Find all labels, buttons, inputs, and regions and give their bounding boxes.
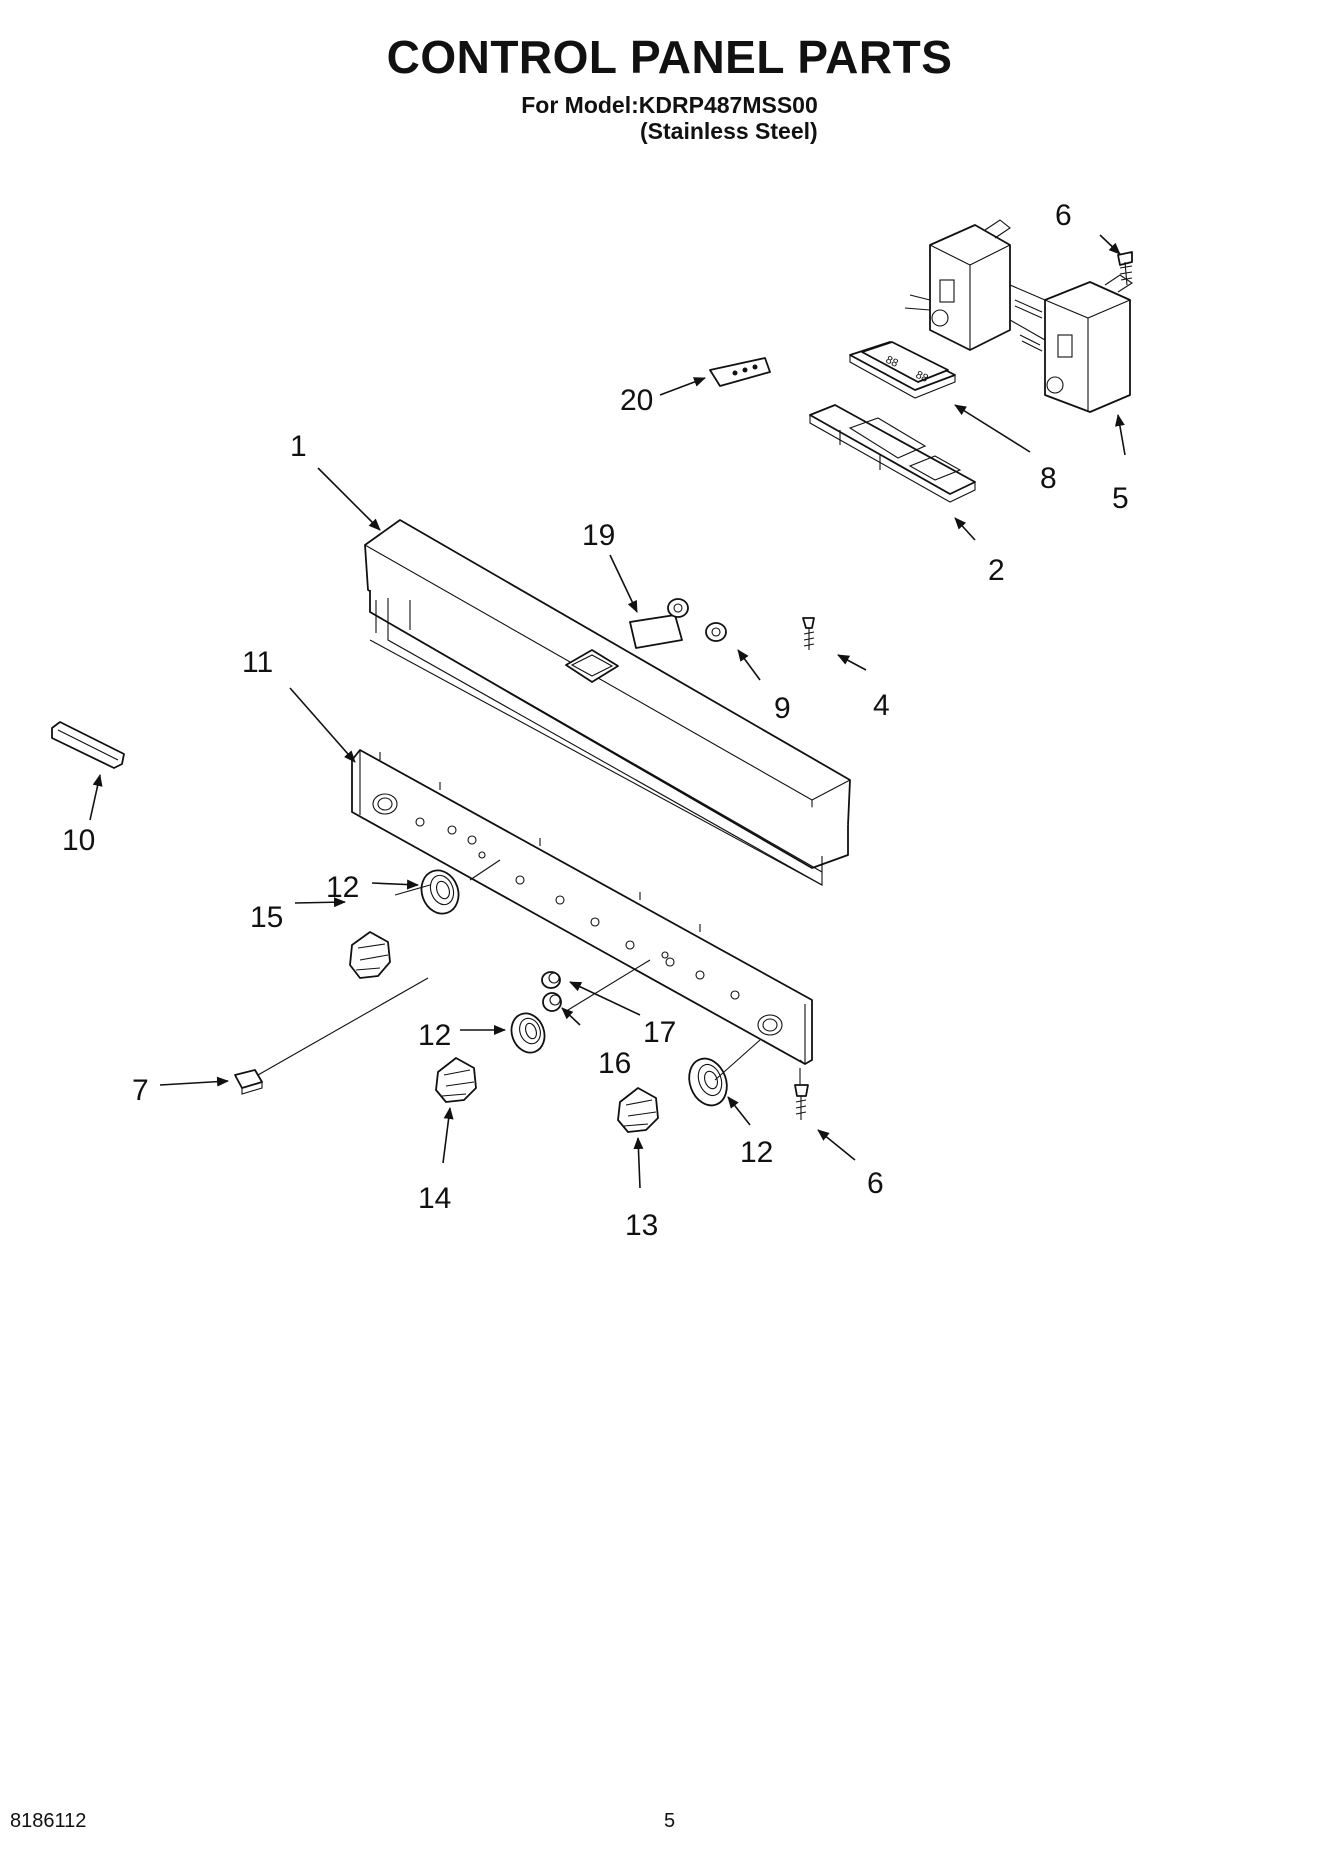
part-label-20: [709, 357, 771, 387]
callout-2: 2: [988, 554, 1005, 587]
part-knob-ring-12b: [510, 1012, 546, 1054]
part-knob-ring-12c: [688, 1057, 728, 1107]
callout-1: 1: [290, 430, 307, 463]
callout-12c: 12: [740, 1136, 773, 1169]
callout-labels: 1 2 4 5 6 6 7 8 9 10 11 12 12 12 13 14 1…: [62, 199, 1129, 1242]
part-button-17: [541, 971, 561, 989]
callout-14: 14: [418, 1182, 451, 1215]
part-button-16: [542, 992, 562, 1012]
model-line: For Model:KDRP487MSS00: [521, 92, 818, 118]
page-number: 5: [664, 1810, 676, 1832]
part-switch-7: [234, 1069, 263, 1095]
part-nuts: [667, 598, 727, 642]
part-switch-assembly: [904, 219, 1134, 413]
part-knob-14: [435, 1057, 477, 1103]
part-bracket: [809, 404, 976, 503]
callout-8: 8: [1040, 462, 1057, 495]
callout-15: 15: [250, 901, 283, 934]
callout-13: 13: [625, 1209, 658, 1242]
part-console-housing: [364, 519, 851, 886]
callout-6-bottom: 6: [867, 1167, 884, 1200]
svg-text:88: 88: [914, 369, 930, 385]
svg-text:88: 88: [884, 354, 900, 370]
part-knob-13: [617, 1087, 659, 1133]
callout-12b: 12: [418, 1019, 451, 1052]
callout-4: 4: [873, 689, 890, 722]
callout-12a: 12: [326, 871, 359, 904]
document-number: 8186112: [10, 1810, 87, 1832]
callout-20: 20: [620, 384, 653, 417]
page-title: CONTROL PANEL PARTS: [386, 31, 953, 83]
callout-19: 19: [582, 519, 615, 552]
callout-16: 16: [598, 1047, 631, 1080]
callout-9: 9: [774, 692, 791, 725]
part-label-19: [629, 614, 683, 649]
callout-7: 7: [132, 1074, 149, 1107]
part-screw-4: [802, 617, 815, 650]
part-control-panel: [351, 749, 813, 1065]
callout-17: 17: [643, 1016, 676, 1049]
callout-5: 5: [1112, 482, 1129, 515]
part-trim-strip: [51, 721, 125, 769]
leader-lines: [89, 234, 1126, 1189]
finish-line: (Stainless Steel): [640, 118, 818, 144]
callout-10: 10: [62, 824, 95, 857]
callout-11: 11: [242, 646, 273, 679]
part-display-board: 88 88: [849, 341, 956, 399]
part-screw-6-top: [1117, 251, 1133, 286]
part-screw-6-bottom: [794, 1084, 809, 1120]
part-knob-ring-12a: [420, 869, 460, 915]
part-knob-15: [349, 931, 391, 979]
callout-6-top: 6: [1055, 199, 1072, 232]
